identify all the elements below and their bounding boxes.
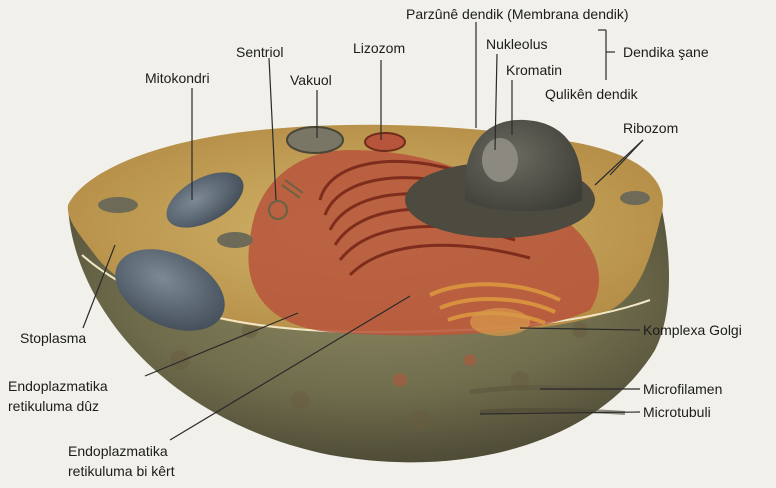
- label-lysosome: Lizozom: [353, 40, 405, 57]
- small-vesicle-3: [98, 197, 138, 213]
- label-nuclear-envelope: Qulikên dendik: [545, 86, 638, 103]
- label-nucleolus: Nukleolus: [486, 36, 547, 53]
- label-vacuole: Vakuol: [290, 72, 332, 89]
- label-rough-er-line1: Endoplazmatika: [68, 443, 168, 460]
- label-microfilament: Microfilamen: [643, 381, 722, 398]
- label-mitochondria: Mitokondri: [145, 70, 210, 87]
- label-centriole: Sentriol: [236, 44, 283, 61]
- label-smooth-er-line1: Endoplazmatika: [8, 378, 108, 395]
- small-vesicle-1: [217, 232, 253, 248]
- label-cytoplasm: Stoplasma: [20, 330, 86, 347]
- nucleolus-shape: [482, 138, 518, 182]
- label-chromatin: Kromatin: [506, 62, 562, 79]
- label-golgi: Komplexa Golgi: [643, 322, 742, 339]
- label-membrane: Parzûnê dendik (Membrana dendik): [406, 6, 629, 23]
- golgi-vesicle: [470, 308, 530, 336]
- small-vesicle-2: [620, 191, 650, 205]
- label-ribosome: Ribozom: [623, 120, 678, 137]
- label-nucleus-group: Dendika şane: [623, 44, 709, 61]
- label-rough-er-line2: retikuluma bi kêrt: [68, 463, 175, 480]
- lysosome-shape: [365, 133, 405, 151]
- label-microtubule: Microtubuli: [643, 404, 711, 421]
- vacuole-shape: [287, 127, 343, 153]
- label-smooth-er-line2: retikuluma dûz: [8, 398, 99, 415]
